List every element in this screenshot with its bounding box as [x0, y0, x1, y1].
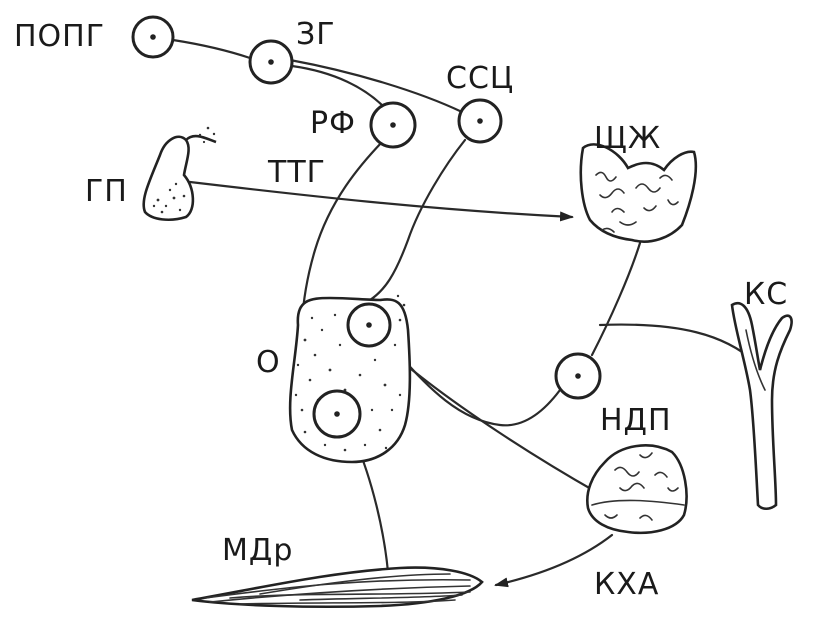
line-ssc-down — [368, 138, 467, 302]
label-ks: КС — [744, 277, 788, 312]
label-zg: ЗГ — [296, 17, 336, 52]
label-shzh: ЩЖ — [594, 121, 661, 156]
line-o-adrenal — [398, 358, 600, 495]
line-ks-ndp — [598, 323, 757, 364]
label-ssc: ССЦ — [446, 61, 514, 96]
label-popg: ПОПГ — [14, 19, 105, 54]
label-ndp: НДП — [600, 403, 672, 438]
label-kha: КХА — [594, 567, 659, 602]
node-o-lower — [312, 389, 362, 439]
node-zg — [248, 39, 294, 85]
muscle-organ — [191, 566, 484, 609]
line-popg-zg — [171, 38, 252, 60]
label-gp: ГП — [85, 174, 128, 209]
label-o: О — [256, 345, 281, 380]
label-mdr: МДр — [222, 533, 293, 568]
line-o-ndp — [393, 348, 562, 427]
line-zg-ssc — [288, 58, 464, 114]
pituitary-organ — [142, 126, 217, 222]
line-shzh-ndp — [590, 241, 642, 357]
node-rf — [369, 101, 417, 149]
line-adrenal-muscle — [494, 533, 614, 588]
node-ssc — [457, 98, 503, 144]
vessel-ks — [730, 301, 793, 511]
label-ttg: ТТГ — [267, 155, 326, 190]
label-rf: РФ — [310, 106, 356, 141]
node-ndp — [554, 352, 602, 400]
line-gp-shzh — [188, 180, 574, 222]
node-popg — [131, 15, 175, 59]
thyroid-organ — [579, 143, 698, 243]
node-o-upper — [346, 302, 392, 348]
adrenal-organ — [586, 444, 688, 535]
line-zg-rf — [290, 64, 386, 109]
